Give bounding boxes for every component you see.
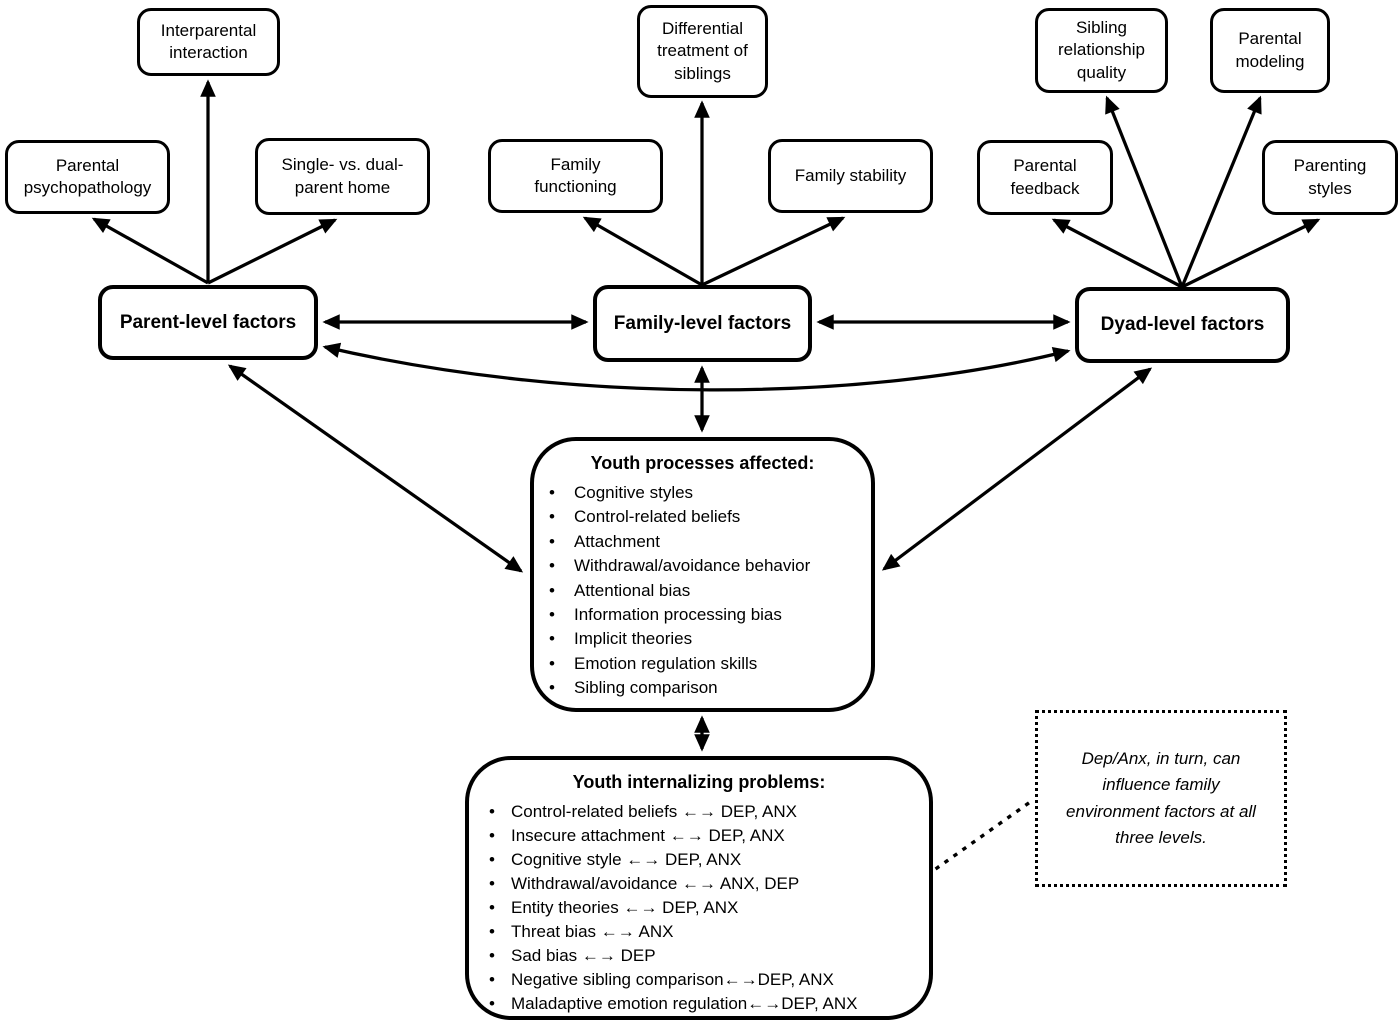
list-item: Control-related beliefs — [534, 505, 871, 530]
list-item: Implicit theories — [534, 627, 871, 652]
node-differential-treatment-of-siblings: Differential treatment of siblings — [637, 5, 768, 98]
list-item: Attachment — [534, 530, 871, 555]
arrow-parent-level-to-single-vs-dual-parent-home — [207, 218, 338, 285]
node-parental-feedback: Parental feedback — [977, 140, 1113, 215]
node-label: Family-level factors — [613, 312, 792, 334]
node-family-stability: Family stability — [768, 139, 933, 213]
node-youth-processes-affected: Youth processes affected: Cognitive styl… — [530, 437, 875, 712]
list-item: Sibling comparison — [534, 676, 871, 701]
node-parenting-styles: Parenting styles — [1262, 140, 1398, 215]
node-single-vs-dual-parent-home: Single- vs. dual-parent home — [255, 138, 430, 215]
node-label: Parent-level factors — [119, 311, 297, 333]
node-youth-internalizing-problems: Youth internalizing problems: Control-re… — [465, 756, 933, 1020]
node-label: Interparental interaction — [160, 20, 257, 62]
node-label: Family stability — [794, 165, 907, 185]
node-parental-modeling: Parental modeling — [1210, 8, 1330, 93]
list-item: Cognitive style ←→ DEP, ANX — [469, 848, 929, 872]
node-family-level-factors: Family-level factors — [593, 285, 812, 362]
node-label: Parenting styles — [1293, 156, 1367, 198]
list-item: Sad bias ←→ DEP — [469, 944, 929, 968]
node-interparental-interaction: Interparental interaction — [137, 8, 280, 76]
arrow-family-level-to-family-functioning — [582, 216, 703, 287]
list-item: Withdrawal/avoidance behavior — [534, 554, 871, 579]
arrow-dyad-level-youth-processes — [881, 367, 1153, 571]
arrow-dyad-level-to-parenting-styles — [1181, 218, 1321, 289]
list-item: Entity theories ←→ DEP, ANX — [469, 896, 929, 920]
node-label: Sibling relationship quality — [1058, 17, 1145, 82]
node-label: Family functioning — [534, 154, 617, 196]
youth-processes-list: Cognitive styles Control-related beliefs… — [534, 481, 871, 701]
list-item: Control-related beliefs ←→ DEP, ANX — [469, 800, 929, 824]
node-label: Single- vs. dual-parent home — [281, 155, 404, 197]
arrow-dyad-level-to-sibling-relationship-quality — [1105, 95, 1184, 288]
list-item: Attentional bias — [534, 579, 871, 604]
node-label: Differential treatment of siblings — [657, 18, 748, 83]
youth-internalizing-list: Control-related beliefs ←→ DEP, ANX Inse… — [469, 800, 929, 1016]
arrow-dyad-level-to-parental-feedback — [1051, 218, 1183, 289]
list-item: Cognitive styles — [534, 481, 871, 506]
arrow-dyad-level-to-parental-modeling — [1180, 95, 1262, 288]
node-label: Parental psychopathology — [23, 155, 152, 197]
node-label: Dyad-level factors — [1100, 314, 1265, 336]
list-item: Emotion regulation skills — [534, 652, 871, 677]
dotted-connector-internalizing-to-note — [934, 797, 1036, 871]
arrow-parent-level-to-parental-psychopathology — [91, 217, 209, 285]
arrow-family-level-to-family-stability — [701, 216, 846, 287]
list-item: Negative sibling comparison←→DEP, ANX — [469, 968, 929, 992]
list-item: Withdrawal/avoidance ←→ ANX, DEP — [469, 872, 929, 896]
youth-internalizing-title: Youth internalizing problems: — [572, 772, 826, 792]
list-item: Insecure attachment ←→ DEP, ANX — [469, 824, 929, 848]
arrow-parent-level-youth-processes — [227, 364, 524, 573]
node-family-functioning: Family functioning — [488, 139, 663, 213]
node-parent-level-factors: Parent-level factors — [98, 285, 318, 360]
node-label: Parental modeling — [1235, 29, 1305, 71]
node-label: Parental feedback — [1010, 156, 1080, 198]
list-item: Maladaptive emotion regulation←→DEP, ANX — [469, 992, 929, 1016]
list-item: Threat bias ←→ ANX — [469, 920, 929, 944]
node-dyad-level-factors: Dyad-level factors — [1075, 287, 1290, 363]
youth-processes-title: Youth processes affected: — [590, 453, 815, 473]
list-item: Information processing bias — [534, 603, 871, 628]
note-text: Dep/Anx, in turn, can influence family e… — [1066, 748, 1256, 847]
node-sibling-relationship-quality: Sibling relationship quality — [1035, 8, 1168, 93]
node-parental-psychopathology: Parental psychopathology — [5, 140, 170, 214]
note-dep-anx-feedback: Dep/Anx, in turn, can influence family e… — [1035, 710, 1287, 887]
